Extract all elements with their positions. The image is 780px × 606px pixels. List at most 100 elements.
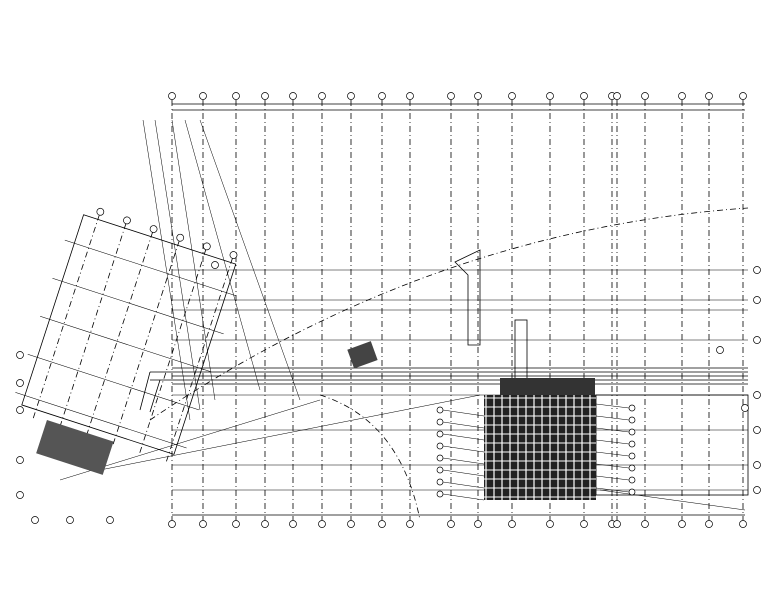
leader-line	[595, 487, 630, 493]
leader-line	[442, 433, 485, 441]
axis-bubble	[199, 520, 207, 528]
callout-bubble	[628, 416, 636, 424]
axis-bubble	[753, 336, 761, 344]
axis-bubble	[641, 92, 649, 100]
room-outline	[595, 394, 749, 496]
axis-bubble	[31, 516, 39, 524]
row-grid-lines	[172, 249, 761, 496]
axis-bubble	[16, 379, 24, 387]
dashed-arc-lower	[319, 394, 421, 521]
axis-bubble	[66, 516, 74, 524]
axis-bubble	[149, 225, 158, 233]
axis-bubble	[168, 520, 176, 528]
callout-bubble	[628, 440, 636, 448]
axis-bubble	[106, 516, 114, 524]
leader-line	[595, 403, 630, 409]
axis-bubble	[199, 92, 207, 100]
axis-bubble	[16, 406, 24, 414]
axis-bubble	[753, 486, 761, 494]
axis-bubble	[318, 520, 326, 528]
axis-bubble	[123, 216, 131, 225]
leader-line	[595, 415, 630, 421]
wing-row-line	[27, 354, 200, 411]
axis-bubble	[474, 520, 482, 528]
diagonal-line	[99, 394, 481, 471]
axis-bubble	[580, 520, 588, 528]
axis-bubble	[705, 92, 713, 100]
axis-bubble	[753, 266, 761, 274]
callout-bubble	[436, 442, 444, 450]
axis-bubble	[753, 426, 761, 434]
axis-bubble	[447, 520, 455, 528]
axis-bubble	[474, 92, 482, 100]
axis-bubble	[378, 520, 386, 528]
callout-bubbles	[16, 261, 749, 524]
leader-line	[595, 427, 630, 433]
equipment-block	[347, 341, 378, 369]
callout-bubble	[628, 404, 636, 412]
leader-line	[442, 469, 485, 477]
wing-axis-line	[112, 240, 180, 446]
callout-bubble	[436, 466, 444, 474]
diagonal-line	[171, 119, 216, 401]
axis-bubble	[347, 520, 355, 528]
axis-bubble	[580, 92, 588, 100]
diagonal-line	[184, 119, 261, 391]
callout-bubble	[436, 490, 444, 498]
callout-bubble	[628, 488, 636, 496]
shaft-outline	[454, 249, 481, 346]
axis-bubble	[176, 233, 185, 242]
dashed-arc	[149, 207, 749, 421]
axis-bubble	[406, 92, 414, 100]
axis-bubble	[168, 92, 176, 100]
axis-bubble	[705, 520, 713, 528]
rotated-left-wing	[15, 207, 238, 463]
axis-bubble	[678, 92, 686, 100]
corridor-lines	[139, 371, 748, 413]
axis-bubble	[546, 520, 554, 528]
diagonal-line	[154, 119, 201, 411]
leader-line	[442, 457, 485, 465]
callout-bubble	[436, 430, 444, 438]
diagonal-line	[199, 119, 301, 401]
axis-bubble	[753, 391, 761, 399]
axis-bubble	[739, 92, 747, 100]
wing-axis-line	[59, 223, 127, 428]
callout-bubble	[628, 476, 636, 484]
axis-bubble	[447, 92, 455, 100]
axis-bubble	[232, 92, 240, 100]
equipment-block	[36, 420, 114, 475]
axis-bubble	[678, 520, 686, 528]
leader-line	[442, 445, 485, 453]
callout-bubble	[628, 428, 636, 436]
callout-bubble	[436, 418, 444, 426]
wing-row-line	[15, 392, 187, 449]
axis-bubble	[406, 520, 414, 528]
wing-row-line	[64, 239, 237, 297]
axis-bubble	[16, 456, 24, 464]
leader-line	[595, 439, 630, 445]
diagonal-line	[599, 489, 746, 511]
wing-axis-line	[32, 214, 100, 420]
leader-line	[442, 409, 485, 417]
axis-bubble	[289, 92, 297, 100]
callout-bubble	[436, 454, 444, 462]
axis-bubble	[508, 92, 516, 100]
shaft-outline	[514, 319, 528, 381]
dense-equipment-block	[36, 341, 596, 500]
axis-bubble	[378, 92, 386, 100]
axis-bubble	[741, 404, 749, 412]
equipment-block	[500, 378, 595, 395]
callout-bubble	[628, 464, 636, 472]
wing-row-line	[40, 316, 212, 373]
axis-bubble	[16, 491, 24, 499]
wing-axis-line	[139, 249, 207, 454]
leader-line	[442, 421, 485, 429]
axis-bubble	[613, 92, 621, 100]
wing-axis-line	[85, 231, 154, 437]
axis-bubble	[232, 520, 240, 528]
axis-bubble	[261, 520, 269, 528]
leader-line	[442, 493, 485, 501]
axis-bubble	[96, 207, 105, 216]
